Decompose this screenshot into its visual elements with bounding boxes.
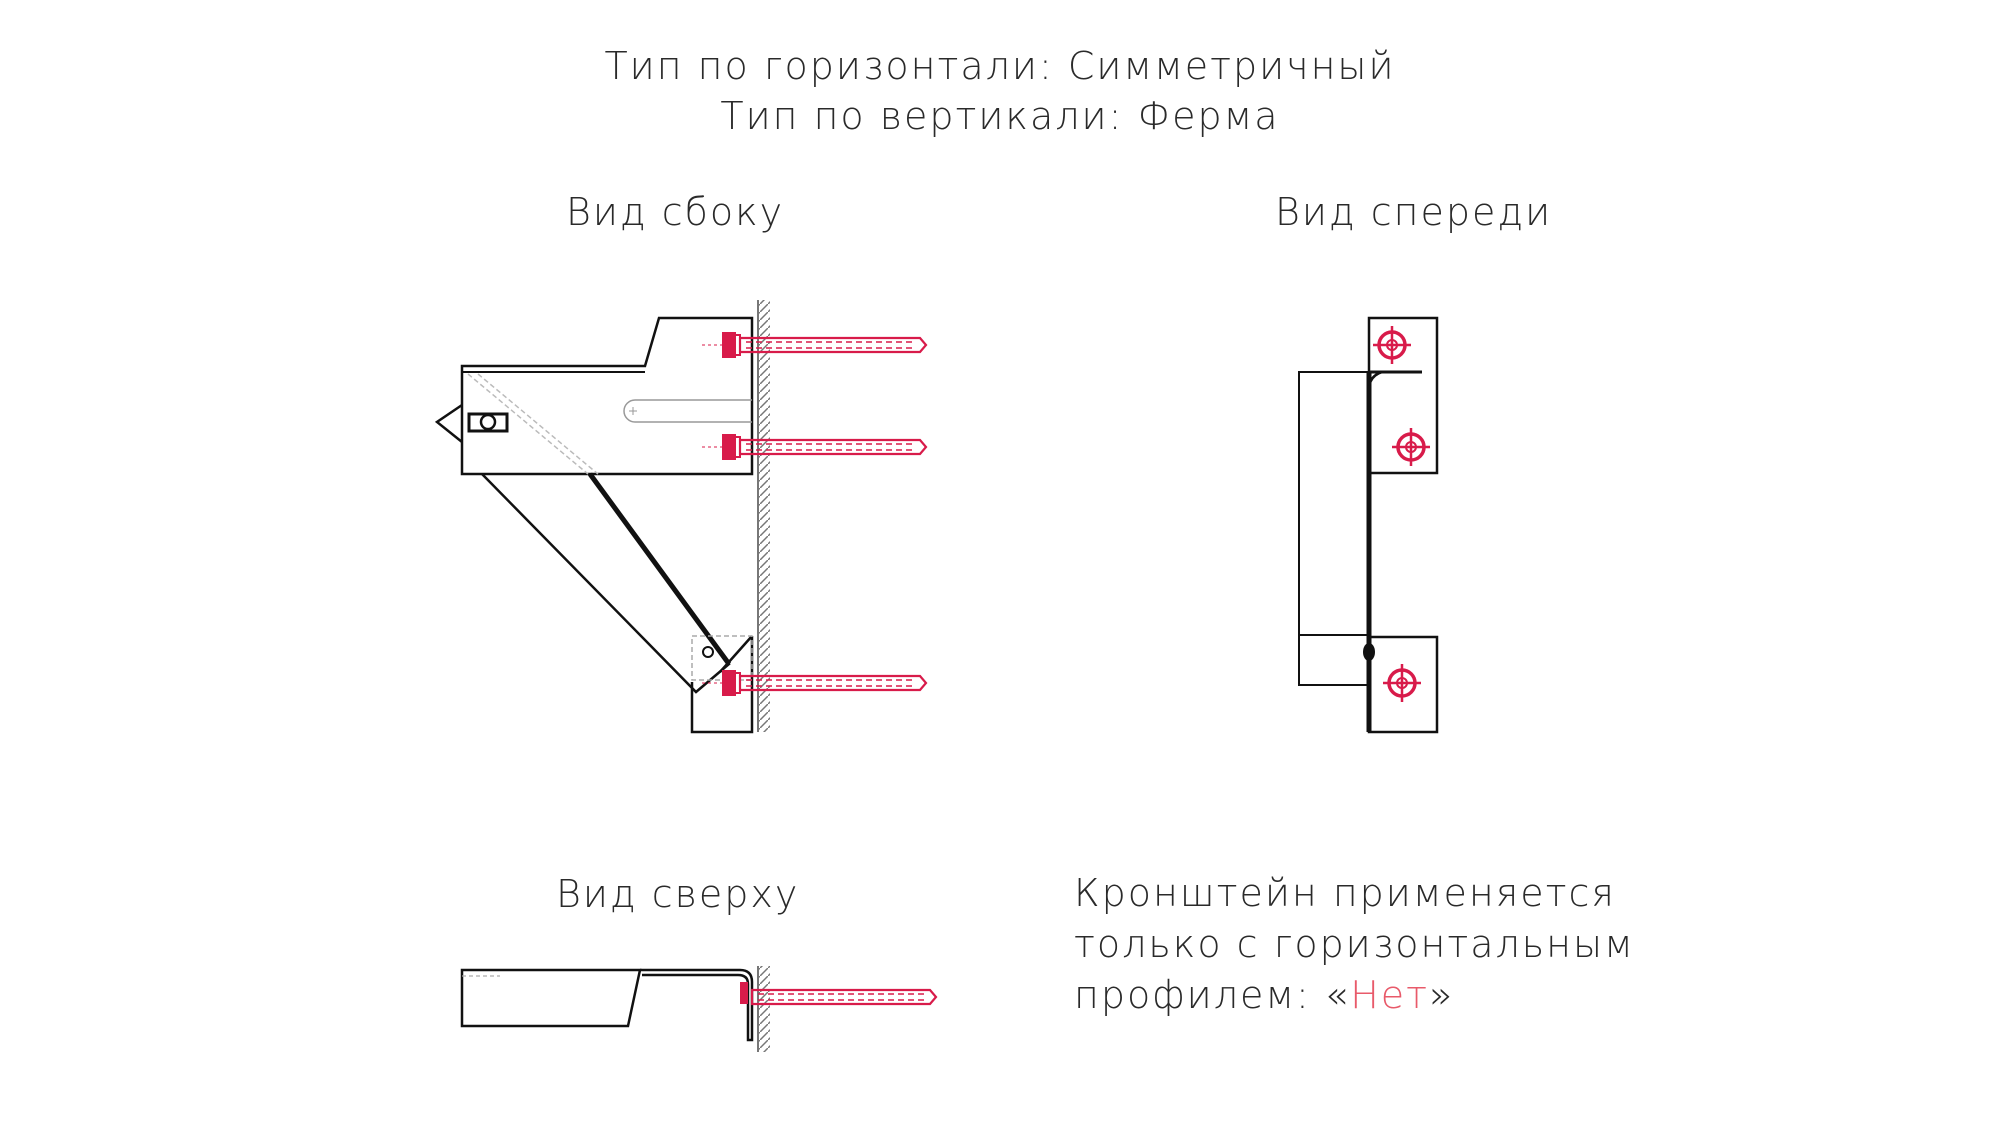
side-slot: [623, 399, 752, 423]
front-anchor-2: [1390, 426, 1432, 468]
top-view-label: Вид сверху: [556, 872, 800, 916]
side-view-drawing: [434, 300, 928, 734]
bracket-note-line2: только с горизонтальным: [1074, 922, 1635, 966]
front-view-drawing: [1298, 316, 1439, 734]
bracket-note-line1: Кронштейн применяется: [1074, 871, 1616, 915]
front-anchor-1: [1371, 324, 1413, 366]
header-type-horizontal: Тип по горизонтали: Симметричный: [604, 44, 1396, 88]
side-anchor-2: [700, 432, 928, 462]
side-wall-hatch: [758, 300, 770, 732]
front-bracket-body: [1298, 371, 1370, 686]
bracket-note-suffix: »: [1429, 973, 1455, 1017]
side-nose: [434, 403, 463, 443]
side-nut: [467, 412, 509, 433]
side-view-label: Вид сбоку: [566, 190, 785, 234]
side-anchor-1: [700, 330, 928, 360]
top-wall-hatch: [758, 966, 770, 1052]
front-view-label: Вид спереди: [1275, 190, 1553, 234]
header-type-vertical: Тип по вертикали: Ферма: [720, 94, 1280, 138]
side-lower-hole: [702, 646, 714, 658]
bracket-note-value: Нет: [1350, 973, 1429, 1017]
bracket-note: Кронштейн применяется только с горизонта…: [1074, 868, 1635, 1021]
front-anchor-3: [1381, 662, 1423, 704]
side-lower-plate: [690, 635, 754, 734]
top-bracket-outline: [460, 968, 642, 1028]
side-upper-plate: [460, 316, 754, 476]
bracket-note-prefix: профилем: «: [1074, 973, 1351, 1017]
side-anchor-3: [700, 668, 928, 698]
top-view-drawing: [460, 966, 938, 1052]
bracket-note-line3: профилем: «Нет»: [1074, 970, 1635, 1021]
top-anchor: [740, 982, 938, 1006]
